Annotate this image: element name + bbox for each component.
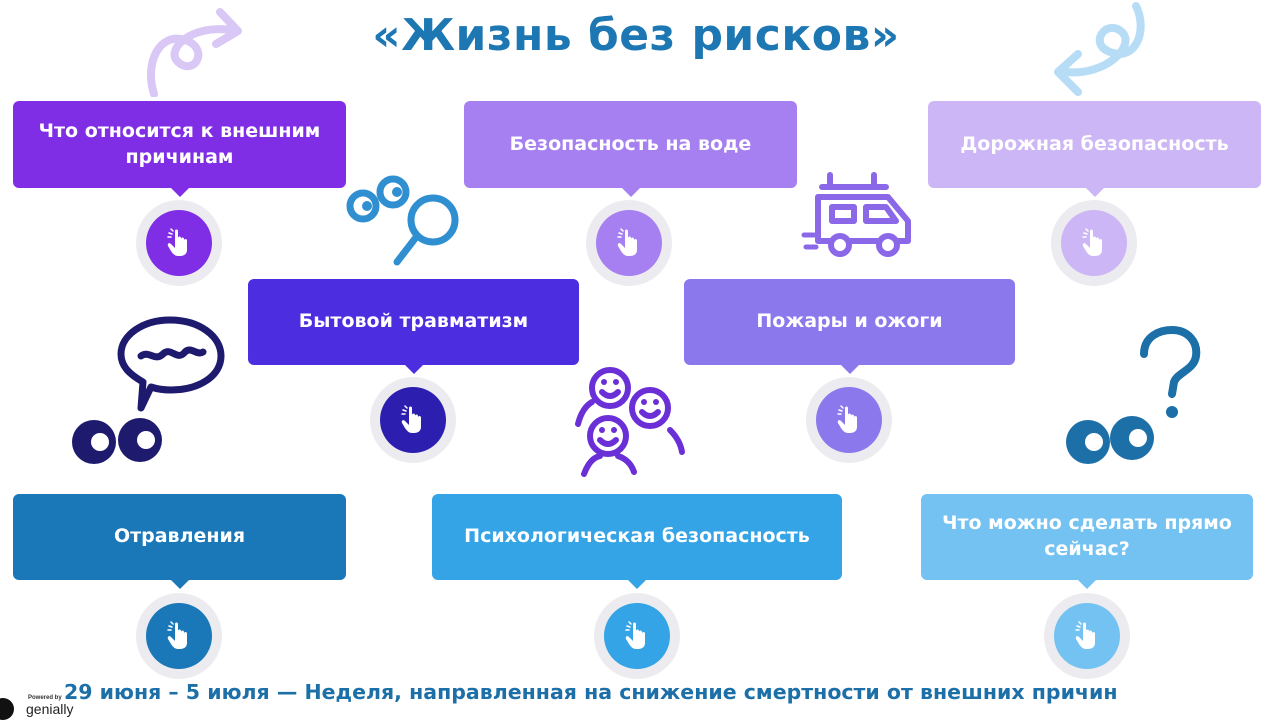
magnifier-icon — [346, 175, 459, 266]
card-fires-burns: Пожары и ожоги — [684, 279, 1015, 374]
footer-caption: 29 июня – 5 июля — Неделя, направленная … — [64, 680, 1118, 704]
question-mark-icon — [1140, 325, 1201, 418]
hand-pointer-icon — [1075, 621, 1095, 649]
genially-logo-mark — [0, 698, 14, 720]
page-title: «Жизнь без рисков» — [372, 10, 900, 61]
swirl-arrow-icon — [1054, 2, 1145, 96]
powered-by-label: Powered by — [28, 695, 62, 701]
van-icon — [801, 172, 911, 257]
hand-pointer-icon — [167, 621, 187, 649]
button-road-safety[interactable] — [1051, 200, 1137, 286]
faces-group-icon — [575, 367, 685, 477]
button-psychological-safety[interactable] — [594, 593, 680, 679]
card-water-safety: Безопасность на воде — [464, 101, 797, 197]
eyes-icon — [72, 418, 162, 464]
hand-pointer-icon — [167, 228, 187, 256]
genially-logo[interactable]: Powered by genially — [0, 694, 100, 720]
swirl-arrow-icon — [146, 8, 242, 97]
card-what-to-do-now: Что можно сделать прямо сейчас? — [921, 494, 1253, 589]
brand-name: genially — [26, 701, 74, 717]
button-household-injury[interactable] — [370, 377, 456, 463]
button-water-safety[interactable] — [586, 200, 672, 286]
button-what-to-do-now[interactable] — [1044, 593, 1130, 679]
card-external-causes: Что относится к внешним причинам — [13, 101, 346, 197]
card-road-safety: Дорожная безопасность — [928, 101, 1261, 197]
hand-pointer-icon — [837, 405, 857, 433]
card-household-injury: Бытовой травматизм — [248, 279, 579, 374]
card-psychological-safety: Психологическая безопасность — [432, 494, 842, 589]
button-external-causes[interactable] — [136, 200, 222, 286]
card-poisoning: Отравления — [13, 494, 346, 589]
eyes-icon — [1066, 416, 1154, 464]
hand-pointer-icon — [625, 621, 645, 649]
hand-pointer-icon — [401, 405, 421, 433]
button-fires-burns[interactable] — [806, 377, 892, 463]
hand-pointer-icon — [617, 228, 637, 256]
button-poisoning[interactable] — [136, 593, 222, 679]
hand-pointer-icon — [1082, 228, 1102, 256]
speech-bubble-icon — [117, 316, 225, 412]
